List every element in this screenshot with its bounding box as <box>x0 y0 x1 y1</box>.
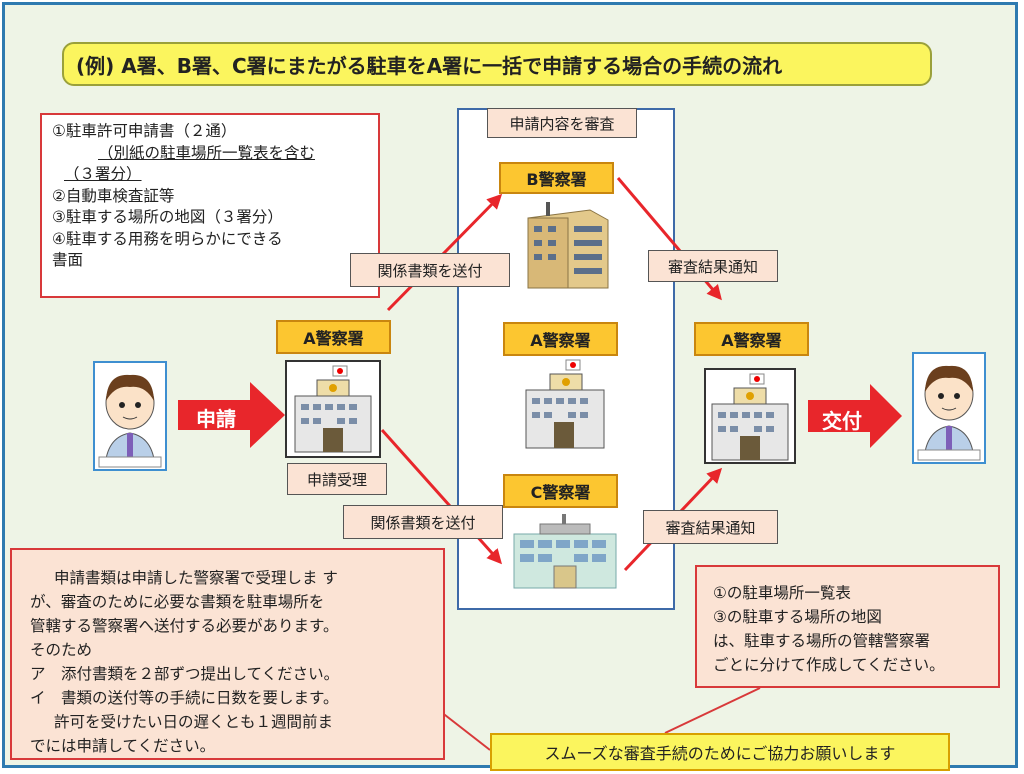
doc-item-1-note: （別紙の駐車場所一覧表を含む <box>98 143 316 162</box>
send-docs-label-lower: 関係書類を送付 <box>343 505 503 539</box>
doc-item-3: ③駐車する場所の地図（３署分） <box>52 208 283 226</box>
note-left-line-5: ア 添付書類を２部ずつ提出してください。 <box>30 665 340 683</box>
applicant-person <box>93 361 167 471</box>
note-right-line-3: は、駐車する場所の管轄警察署 <box>713 632 931 650</box>
police-station-left <box>285 360 381 458</box>
note-left-line-4: そのため <box>30 641 93 659</box>
note-left-line-2: が、審査のために必要な書類を駐車場所を <box>30 593 325 611</box>
apply-arrow-label: 申請 <box>196 407 236 431</box>
notes-right-bubble: ①の駐車場所一覧表 ③の駐車する場所の地図 は、駐車する場所の管轄警察署 ごとに… <box>695 565 1000 688</box>
arrow-a-to-c <box>380 429 502 565</box>
note-left-line-8: でには申請してください。 <box>30 737 216 755</box>
deliver-arrow <box>808 384 902 448</box>
apply-arrow <box>178 382 285 448</box>
notes-left-bubble: 申請書類は申請した警察署で受理しま す が、審査のために必要な書類を駐車場所を … <box>10 548 445 760</box>
page-title: (例) A署、B署、C署にまたがる駐車をA署に一括で申請する場合の手続の流れ <box>62 42 932 86</box>
received-label: 申請受理 <box>287 463 387 495</box>
station-a-right-label: A警察署 <box>694 322 809 356</box>
review-panel-label: 申請内容を審査 <box>487 108 637 138</box>
result-label-upper: 審査結果通知 <box>648 250 778 282</box>
note-right-line-4: ごとに分けて作成してください。 <box>713 656 945 674</box>
cooperation-banner: スムーズな審査手続のためにご協力お願いします <box>490 733 950 771</box>
doc-item-1: ①駐車許可申請書（２通） <box>52 122 237 140</box>
station-b-label: B警察署 <box>499 162 614 194</box>
send-docs-label-upper: 関係書類を送付 <box>350 253 510 287</box>
bubble-pointer-right <box>664 687 761 734</box>
person-icon <box>917 365 981 461</box>
station-a-left-label: A警察署 <box>276 320 391 354</box>
doc-item-2: ②自動車検査証等 <box>52 186 175 205</box>
police-station-icon <box>711 373 789 461</box>
deliver-arrow-label: 交付 <box>822 409 862 433</box>
office-building-icon <box>527 202 609 289</box>
government-building-icon <box>513 514 617 589</box>
doc-item-4-cont: 書面 <box>52 251 84 269</box>
note-right-line-1: ①の駐車場所一覧表 <box>713 584 851 602</box>
police-station-icon <box>525 359 605 449</box>
note-left-line-6: イ 書類の送付等の手続に日数を要します。 <box>30 689 339 707</box>
police-station-icon <box>294 365 372 453</box>
note-left-line-1: 申請書類は申請した警察署で受理しま す <box>54 569 338 587</box>
required-documents-list: ①駐車許可申請書（２通） （別紙の駐車場所一覧表を含む （３署分） ②自動車検査… <box>40 113 380 298</box>
note-left-line-7: 許可を受けたい日の遅くとも１週間前ま <box>54 713 334 731</box>
doc-item-4: ④駐車する用務を明らかにできる <box>52 229 283 248</box>
note-left-line-3: 管轄する警察署へ送付する必要があります。 <box>30 617 339 635</box>
doc-item-1-note-2: （３署分） <box>64 165 142 183</box>
result-label-lower: 審査結果通知 <box>643 510 778 544</box>
person-icon <box>98 374 162 468</box>
note-right-line-2: ③の駐車する場所の地図 <box>713 608 882 626</box>
station-c-label: C警察署 <box>503 474 618 508</box>
recipient-person <box>912 352 986 464</box>
station-a-center-label: A警察署 <box>503 322 618 356</box>
police-station-right <box>704 368 796 464</box>
